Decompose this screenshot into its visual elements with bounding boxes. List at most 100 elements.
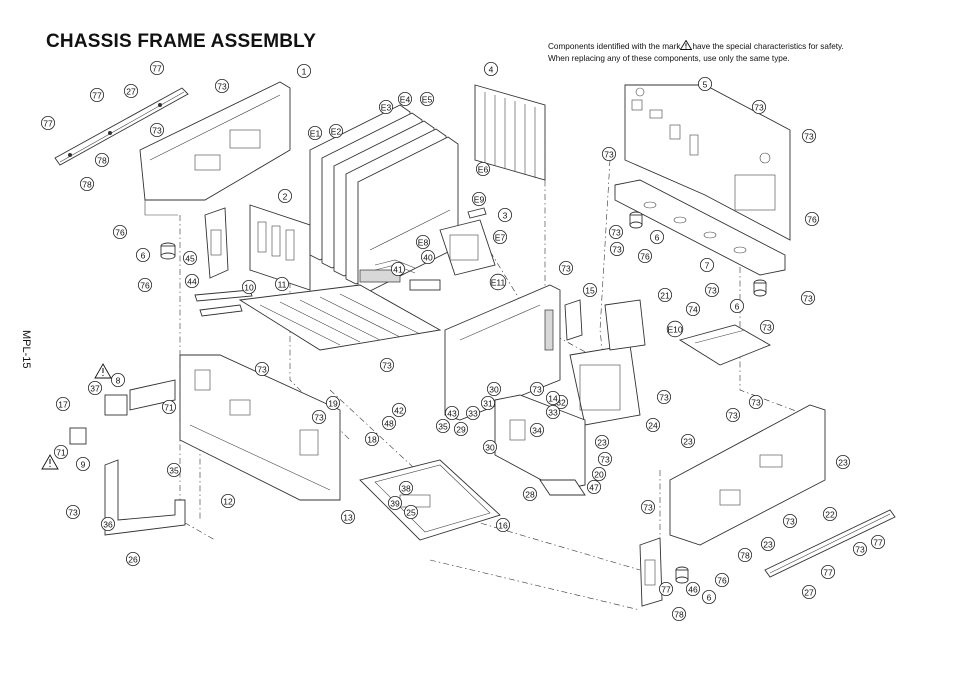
callout-2: 2 xyxy=(277,188,292,203)
callout-label: 73 xyxy=(600,454,610,464)
callout-23: 23 xyxy=(681,433,696,448)
callout-label: 6 xyxy=(141,250,146,260)
callout-label: 20 xyxy=(594,469,604,479)
callout-73: 73 xyxy=(609,224,624,239)
safety-note-line1-pre: Components identified with the mark xyxy=(548,42,681,51)
callout-label: 78 xyxy=(97,155,107,165)
callout-5: 5 xyxy=(698,77,713,92)
callout-label: 31 xyxy=(483,398,493,408)
callout-38: 38 xyxy=(398,480,413,495)
callout-20: 20 xyxy=(592,466,607,481)
callout-label: 11 xyxy=(278,279,287,289)
callout-31: 31 xyxy=(480,395,495,410)
callout-label: 73 xyxy=(659,392,669,402)
warning-triangle-icon xyxy=(41,454,59,470)
callout-label: E4 xyxy=(400,94,411,104)
callout-label: E2 xyxy=(331,126,342,136)
callout-6: 6 xyxy=(702,590,717,605)
callout-label: 32 xyxy=(556,397,566,407)
callout-label: 35 xyxy=(169,465,179,475)
callout-9: 9 xyxy=(76,456,91,471)
callout-73: 73 xyxy=(802,128,817,143)
callout-label: 47 xyxy=(589,482,599,492)
callout-label: 76 xyxy=(140,280,150,290)
callout-15: 15 xyxy=(583,282,598,297)
callout-73: 73 xyxy=(66,504,81,519)
foot-6-right-top xyxy=(629,211,767,297)
callout-73: 73 xyxy=(752,100,767,115)
callout-76: 76 xyxy=(638,248,653,263)
callout-label: 7 xyxy=(705,260,710,270)
callout-8: 8 xyxy=(111,372,126,387)
board-2 xyxy=(249,204,311,291)
callout-71: 71 xyxy=(161,399,176,414)
callout-40: 40 xyxy=(420,249,435,264)
callout-6: 6 xyxy=(730,298,745,313)
foot-6-bottom-right xyxy=(675,566,689,584)
callout-33: 33 xyxy=(465,405,480,420)
callout-label: 33 xyxy=(548,407,558,417)
callout-label: 78 xyxy=(740,550,750,560)
callout-7: 7 xyxy=(700,257,715,272)
warning-triangle-icon xyxy=(680,40,693,50)
callout-label: 1 xyxy=(302,66,307,76)
callout-label: 73 xyxy=(152,125,162,135)
callout-label: 19 xyxy=(328,398,338,408)
safety-note-line2: When replacing any of these components, … xyxy=(548,53,790,63)
callout-label: 38 xyxy=(401,483,411,493)
rear-panel-5 xyxy=(624,84,791,241)
callout-77: 77 xyxy=(871,535,886,550)
callout-label: 6 xyxy=(707,592,712,602)
grille-4 xyxy=(474,84,546,181)
callout-E4: E4 xyxy=(397,92,412,107)
callout-73: 73 xyxy=(610,241,625,256)
callout-73: 73 xyxy=(311,409,326,424)
callout-18: 18 xyxy=(364,431,379,446)
callout-21: 21 xyxy=(658,287,673,302)
module-e10 xyxy=(564,299,646,351)
callout-27: 27 xyxy=(802,585,817,600)
callout-78: 78 xyxy=(672,607,687,622)
callout-label: 73 xyxy=(855,544,865,554)
callout-label: 34 xyxy=(532,425,542,435)
callout-10: 10 xyxy=(241,279,256,294)
callout-label: E11 xyxy=(491,277,506,287)
callout-E5: E5 xyxy=(419,92,434,107)
callout-label: 73 xyxy=(611,227,621,237)
callout-label: 73 xyxy=(707,285,717,295)
callout-label: 77 xyxy=(43,118,53,128)
callout-73: 73 xyxy=(726,407,741,422)
callout-77: 77 xyxy=(90,88,105,103)
callout-label: 73 xyxy=(382,360,392,370)
callout-label: 15 xyxy=(585,285,595,295)
callout-label: 73 xyxy=(68,507,78,517)
callout-label: 73 xyxy=(217,81,227,91)
callout-label: 39 xyxy=(390,498,400,508)
callout-label: 77 xyxy=(823,567,833,577)
callout-label: 77 xyxy=(873,537,883,547)
foot-6-left xyxy=(160,242,176,260)
callout-73: 73 xyxy=(559,260,574,275)
callout-35: 35 xyxy=(435,418,450,433)
callout-label: 21 xyxy=(660,290,670,300)
callout-73: 73 xyxy=(602,146,617,161)
callout-73: 73 xyxy=(214,79,229,94)
callout-E1: E1 xyxy=(307,126,322,141)
drive-e7 xyxy=(439,207,496,276)
callout-77: 77 xyxy=(821,565,836,580)
callout-77: 77 xyxy=(659,582,674,597)
side-panel-1 xyxy=(139,81,291,216)
callout-47: 47 xyxy=(587,479,602,494)
callout-73: 73 xyxy=(657,389,672,404)
callout-label: 9 xyxy=(81,459,86,469)
callout-label: 73 xyxy=(785,516,795,526)
callout-77: 77 xyxy=(149,61,164,76)
callout-label: E7 xyxy=(495,232,506,242)
callout-label: 77 xyxy=(92,90,102,100)
callout-23: 23 xyxy=(761,537,776,552)
callout-25: 25 xyxy=(403,504,418,519)
callout-label: 73 xyxy=(804,131,814,141)
bottom-tray-16 xyxy=(359,459,501,541)
